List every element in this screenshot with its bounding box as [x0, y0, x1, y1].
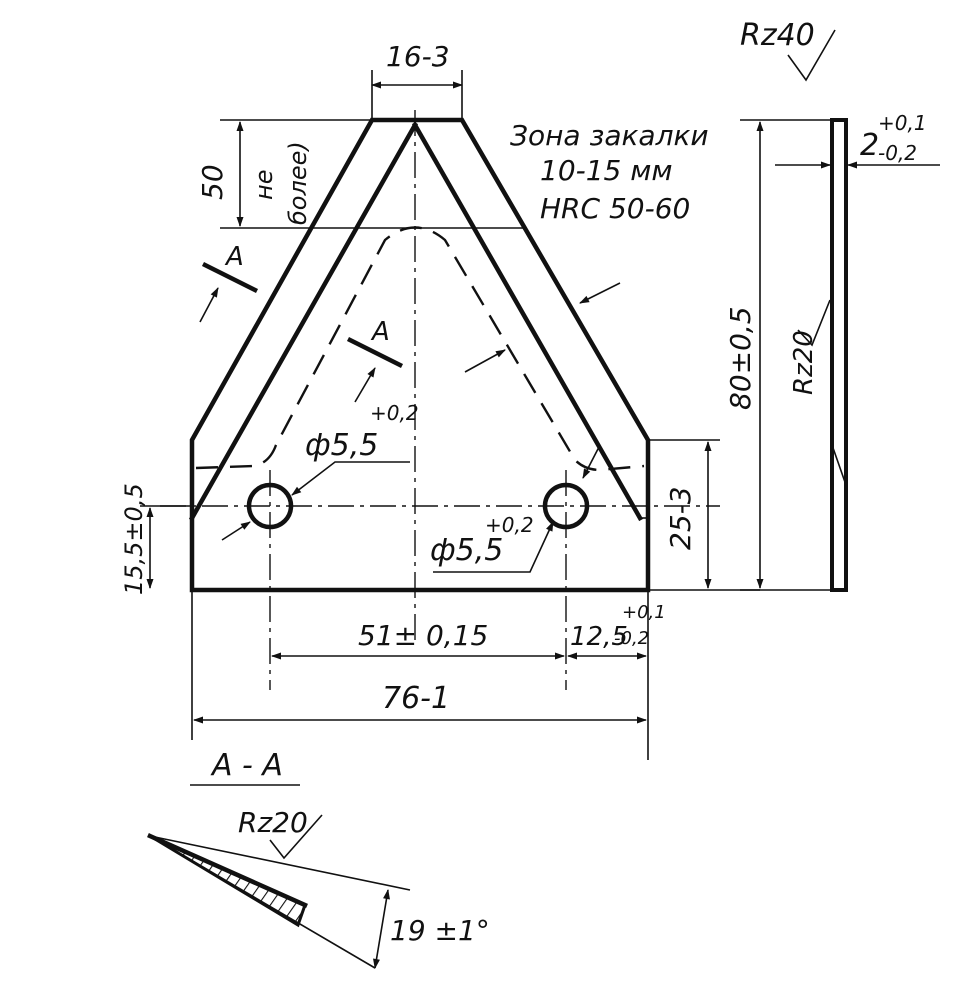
svg-text:80±0,5: 80±0,5 — [724, 306, 757, 410]
svg-text:+0,2: +0,2 — [485, 513, 534, 537]
hole-right — [542, 482, 590, 530]
svg-text:+0,1: +0,1 — [622, 602, 666, 623]
zone-arrow-inner — [464, 349, 506, 373]
section-cut-lower: A — [346, 317, 404, 403]
dim-top-height: 50 не более) — [196, 119, 525, 229]
svg-text:12,5: 12,5 — [570, 622, 628, 652]
svg-text:76-1: 76-1 — [382, 681, 450, 716]
svg-text:A: A — [370, 317, 390, 347]
section-cut-upper: A — [199, 242, 259, 323]
svg-text:Зона закалки: Зона закалки — [510, 119, 709, 152]
dim-side-height: 25-3 — [648, 439, 760, 591]
svg-text:более): более) — [284, 141, 312, 225]
svg-text:-0,2: -0,2 — [878, 141, 917, 165]
dim-total-width: 76-1 — [191, 590, 647, 740]
svg-text:+0,2: +0,2 — [370, 401, 419, 425]
svg-text:ф5,5: ф5,5 — [305, 428, 378, 463]
hole-left-callout: ф5,5 +0,2 — [221, 401, 419, 541]
svg-text:15,5±0,5: 15,5±0,5 — [120, 483, 148, 595]
svg-text:50: 50 — [196, 164, 229, 200]
dim-hole-spacing: 51± 0,15 — [271, 619, 565, 660]
svg-text:2: 2 — [860, 128, 879, 163]
svg-text:51± 0,15: 51± 0,15 — [358, 619, 488, 652]
hole-left — [246, 482, 294, 530]
svg-text:HRC 50-60: HRC 50-60 — [540, 192, 690, 225]
svg-text:Rz40: Rz40 — [740, 18, 815, 53]
roughness-general: Rz40 — [740, 18, 836, 82]
svg-text:19 ±1°: 19 ±1° — [390, 914, 490, 947]
svg-text:не: не — [250, 170, 278, 200]
svg-text:A: A — [224, 242, 244, 272]
dim-hole-height: 15,5±0,5 — [120, 483, 192, 595]
section-view: А - А 19 ±1° Rz20 — [147, 748, 490, 969]
svg-text:А - А: А - А — [210, 748, 283, 783]
svg-text:25-3: 25-3 — [664, 486, 697, 550]
side-view: 80±0,5 2 +0,1 -0,2 Rz20 — [724, 111, 940, 592]
svg-text:+0,1: +0,1 — [878, 111, 927, 135]
svg-text:10-15 мм: 10-15 мм — [540, 154, 673, 187]
hardening-note: Зона закалки 10-15 мм HRC 50-60 — [510, 119, 709, 225]
svg-text:Rz20: Rz20 — [238, 806, 308, 839]
svg-text:16-3: 16-3 — [386, 40, 450, 73]
hardening-zone-boundary — [195, 226, 645, 472]
zone-arrow-outer — [579, 282, 621, 304]
svg-text:ф5,5: ф5,5 — [430, 533, 503, 568]
dim-top-width: 16-3 — [371, 40, 463, 120]
svg-text:-0,2: -0,2 — [614, 628, 649, 649]
hole-right-callout: ф5,5 +0,2 — [430, 444, 601, 573]
dim-edge-offset: 12,5 +0,1 -0,2 — [567, 590, 666, 760]
